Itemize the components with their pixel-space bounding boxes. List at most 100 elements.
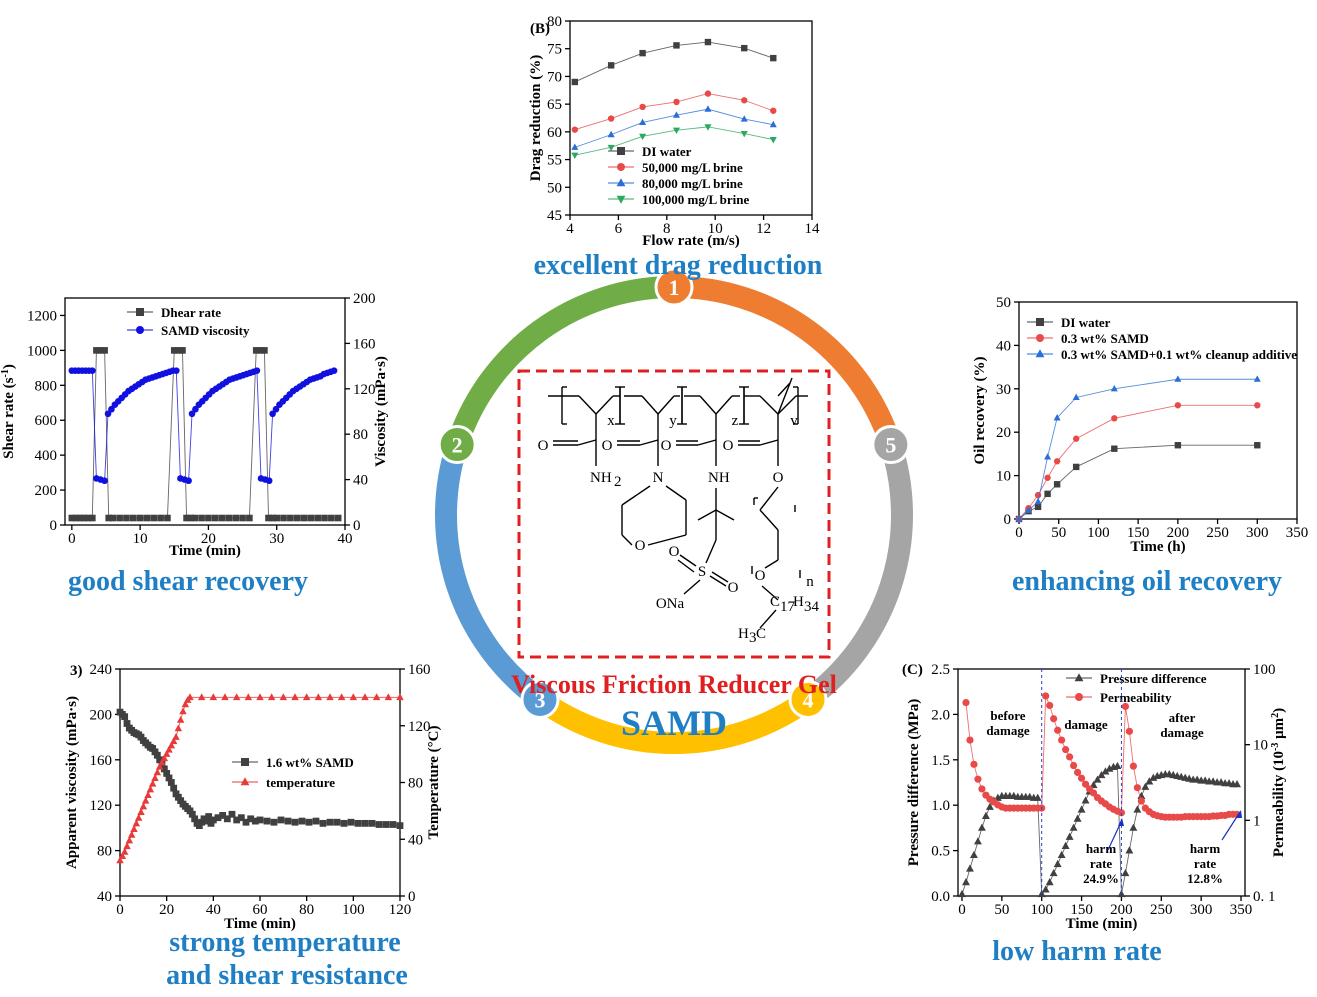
data-point-0 bbox=[116, 514, 123, 522]
data-point-0 bbox=[1145, 777, 1154, 785]
subscript-v: v bbox=[790, 413, 798, 429]
data-point-0 bbox=[361, 819, 369, 827]
x-tick-label: 50 bbox=[994, 902, 1009, 918]
bond bbox=[677, 559, 695, 573]
y-tick-label: 10 bbox=[996, 469, 1011, 485]
data-point-1 bbox=[1121, 702, 1130, 711]
x-axis-label: Time (min) bbox=[169, 543, 241, 559]
data-point-2 bbox=[1025, 506, 1033, 513]
data-point-1 bbox=[209, 693, 218, 701]
x-tick-label: 150 bbox=[1127, 525, 1150, 541]
data-point-1 bbox=[639, 103, 646, 111]
data-point-2 bbox=[607, 130, 615, 138]
data-point-0 bbox=[389, 821, 397, 828]
data-point-1 bbox=[1053, 458, 1061, 465]
data-point-1 bbox=[571, 126, 579, 133]
ring-arc-3 bbox=[533, 690, 815, 754]
data-point-1 bbox=[186, 693, 194, 701]
data-point-1 bbox=[1117, 809, 1126, 817]
data-point-1 bbox=[104, 410, 112, 418]
legend-marker bbox=[617, 163, 625, 171]
data-point-0 bbox=[284, 817, 292, 825]
y-axis-label-tail: ) bbox=[1, 364, 17, 369]
data-point-0 bbox=[219, 812, 227, 819]
data-point-2 bbox=[1053, 414, 1061, 421]
y-tick-label: 200 bbox=[35, 483, 58, 499]
y-tick-label: 40 bbox=[996, 338, 1011, 354]
data-point-0 bbox=[1141, 782, 1150, 790]
data-point-1 bbox=[1058, 736, 1066, 744]
data-point-1 bbox=[607, 115, 615, 122]
data-point-0 bbox=[334, 514, 342, 522]
annotation-harm-rate-2-line: rate bbox=[1194, 856, 1217, 871]
data-point-0 bbox=[101, 347, 108, 354]
data-point-1 bbox=[1072, 435, 1080, 442]
x-tick-label: 80 bbox=[299, 902, 314, 918]
data-point-0 bbox=[962, 878, 970, 886]
data-point-1 bbox=[291, 693, 299, 701]
data-point-1 bbox=[120, 847, 129, 855]
x-axis-label: Time (min) bbox=[1066, 916, 1138, 932]
data-point-1 bbox=[1073, 768, 1082, 777]
subscript-x: x bbox=[607, 413, 615, 429]
data-point-1 bbox=[349, 693, 358, 701]
annotation-after-damage-line: after bbox=[1169, 710, 1196, 725]
data-point-0 bbox=[741, 44, 748, 52]
data-point-0 bbox=[228, 810, 236, 818]
data-point-1 bbox=[123, 842, 131, 850]
data-point-0 bbox=[76, 514, 84, 522]
y-tick-label: 0.5 bbox=[931, 844, 950, 860]
ring-node-number: 3 bbox=[534, 687, 545, 712]
data-point-0 bbox=[143, 514, 151, 522]
ring-node-number: 2 bbox=[452, 433, 463, 458]
backbone bbox=[641, 395, 659, 415]
data-point-0 bbox=[237, 814, 245, 822]
data-point-0 bbox=[1069, 823, 1078, 831]
bond bbox=[697, 439, 717, 446]
data-point-1 bbox=[1066, 753, 1074, 761]
data-point-1 bbox=[330, 367, 338, 374]
data-point-1 bbox=[1081, 780, 1090, 788]
data-point-0 bbox=[1045, 878, 1054, 886]
data-point-0 bbox=[1073, 814, 1082, 822]
data-point-1 bbox=[181, 700, 190, 708]
data-point-0 bbox=[287, 514, 294, 522]
legend-marker bbox=[616, 195, 626, 204]
atom-o: O bbox=[773, 470, 784, 486]
data-point-1 bbox=[165, 745, 173, 753]
y-tick-label: 400 bbox=[35, 448, 58, 464]
atom-h3c-sub: 3 bbox=[749, 630, 757, 646]
data-point-1 bbox=[125, 836, 134, 844]
data-point-0 bbox=[256, 816, 264, 824]
legend-label: 1.6 wt% SAMD bbox=[266, 755, 354, 770]
legend-label: DI water bbox=[1061, 315, 1111, 330]
data-point-0 bbox=[261, 347, 268, 354]
bond bbox=[647, 534, 687, 546]
data-point-1 bbox=[130, 825, 138, 833]
bond bbox=[683, 579, 701, 595]
data-point-0 bbox=[170, 784, 178, 792]
data-point-0 bbox=[93, 347, 100, 354]
data-point-1 bbox=[372, 693, 381, 701]
legend-label: 0.3 wt% SAMD+0.1 wt% cleanup additive bbox=[1061, 347, 1297, 362]
data-point-0 bbox=[156, 756, 164, 764]
data-point-1 bbox=[326, 693, 334, 701]
bond bbox=[764, 559, 779, 569]
data-point-0 bbox=[326, 818, 334, 826]
atom-o: O bbox=[538, 438, 549, 454]
data-point-0 bbox=[985, 802, 994, 810]
data-point-3 bbox=[740, 130, 748, 138]
atom-o: O bbox=[755, 568, 766, 584]
data-point-3 bbox=[769, 137, 777, 144]
x-axis-label: Time (min) bbox=[224, 916, 296, 932]
data-point-1 bbox=[1077, 774, 1086, 782]
data-point-0 bbox=[251, 817, 259, 825]
data-point-3 bbox=[704, 124, 712, 131]
data-point-1 bbox=[673, 98, 680, 106]
data-point-0 bbox=[84, 514, 92, 522]
y-axis-label: Drag reduction (%) bbox=[528, 55, 544, 181]
data-point-0 bbox=[977, 823, 986, 831]
data-point-2 bbox=[769, 120, 777, 128]
annotation-harm-rate-1-line: rate bbox=[1090, 856, 1113, 871]
